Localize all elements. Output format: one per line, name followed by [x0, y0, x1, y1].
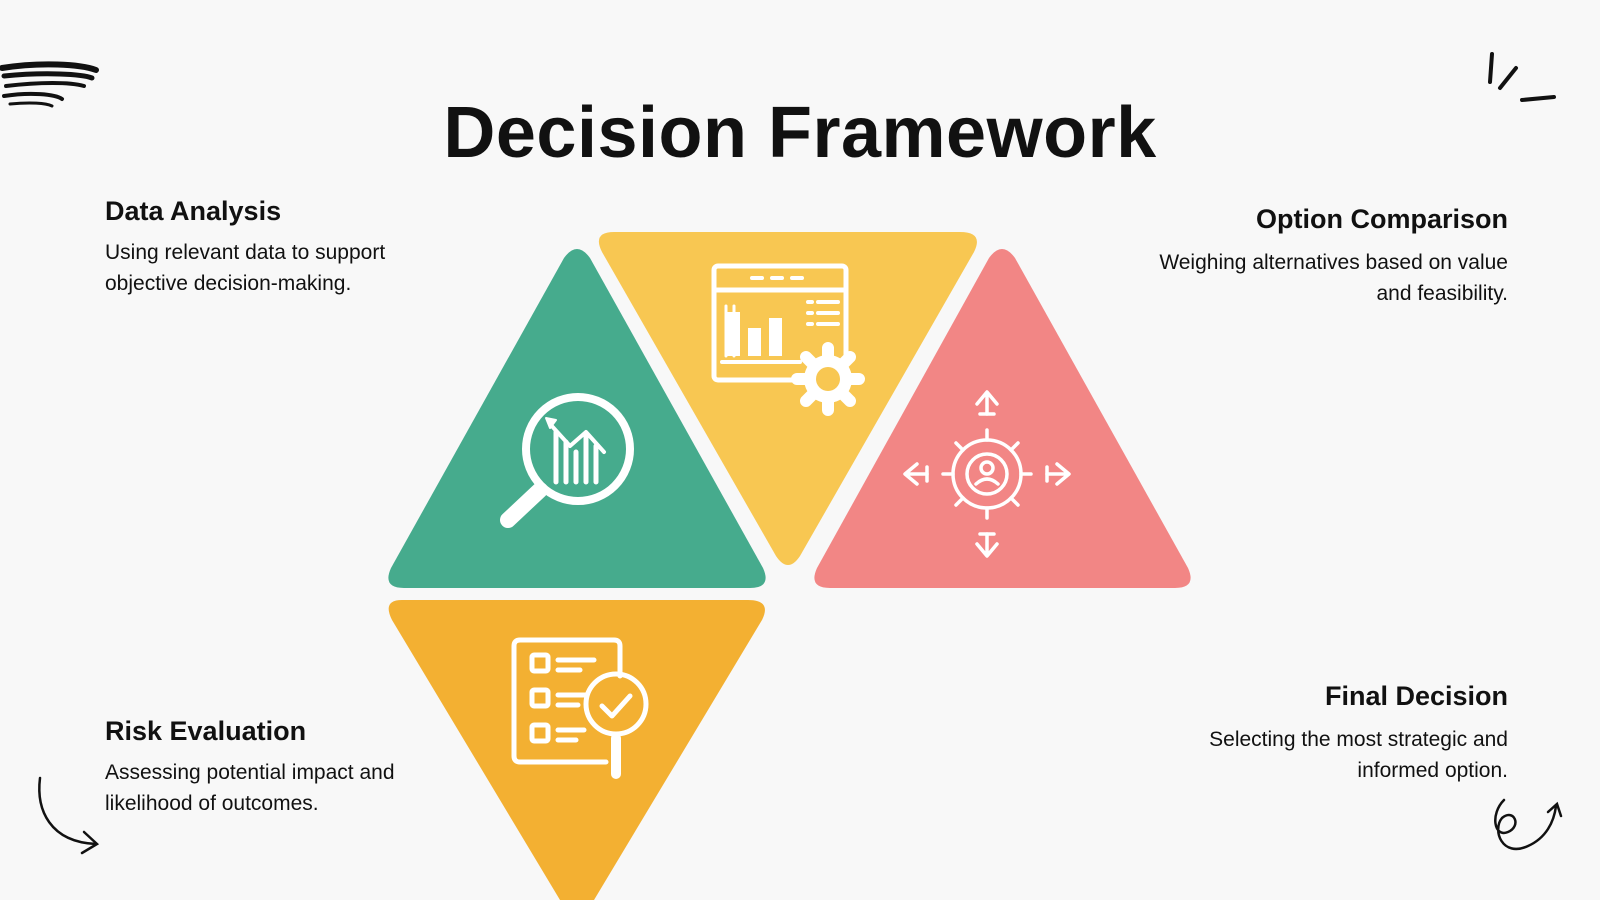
magnifier-chart-icon — [500, 393, 634, 528]
page-title: Decision Framework — [443, 93, 1157, 173]
data-analysis-description: Using relevant data to support objective… — [105, 241, 386, 295]
data-analysis-triangle — [388, 249, 766, 588]
option-comparison-heading: Option Comparison — [1256, 204, 1508, 234]
risk-evaluation-heading: Risk Evaluation — [105, 716, 307, 746]
risk-evaluation-block: Risk Evaluation Assessing potential impa… — [105, 716, 465, 819]
option-comparison-triangle — [598, 232, 977, 565]
final-decision-heading: Final Decision — [1324, 681, 1508, 711]
loop-arrow-up-icon — [1494, 798, 1563, 850]
option-comparison-block: Option Comparison Weighing alternatives … — [1128, 204, 1508, 309]
dashboard-gear-icon — [711, 263, 865, 416]
final-decision-triangle — [814, 249, 1191, 588]
risk-evaluation-description: Assessing potential impact and likelihoo… — [105, 761, 395, 815]
option-comparison-description: Weighing alternatives based on value and… — [1159, 251, 1508, 305]
final-decision-block: Final Decision Selecting the most strate… — [1128, 681, 1508, 786]
gear-user-arrows-icon — [903, 390, 1071, 558]
curved-arrow-down-icon — [38, 776, 100, 855]
data-analysis-heading: Data Analysis — [105, 196, 282, 226]
checklist-magnifier-icon — [511, 637, 649, 779]
sparkle-lines-icon — [1488, 52, 1556, 102]
data-analysis-block: Data Analysis Using relevant data to sup… — [105, 196, 465, 299]
scribble-top-left-icon — [0, 61, 99, 108]
final-decision-description: Selecting the most strategic and informe… — [1209, 728, 1508, 782]
risk-evaluation-triangle — [388, 600, 765, 900]
